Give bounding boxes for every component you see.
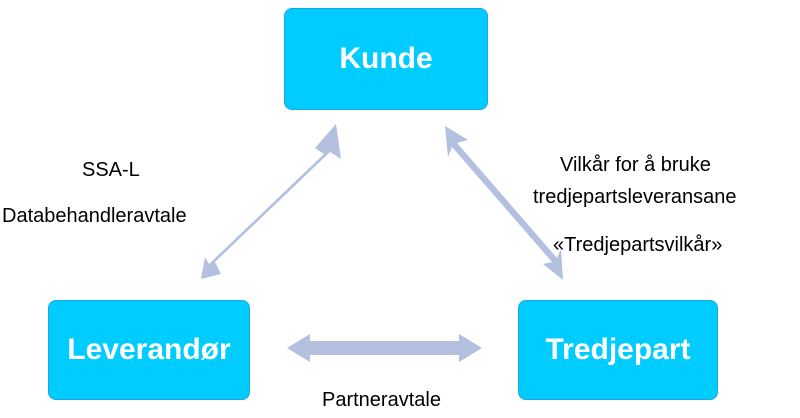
label-vilkar-line-3: «Tredjepartsvilkår» — [553, 234, 723, 256]
label-vilkar-line-1: Vilkår for å bruke — [560, 154, 711, 176]
node-kunde: Kunde — [284, 8, 488, 110]
arrow-kunde-leverandor — [201, 124, 341, 279]
label-partneravtale: Partneravtale — [322, 389, 441, 411]
label-ssa-l: SSA-L — [82, 159, 140, 181]
node-tredjepart: Tredjepart — [518, 300, 718, 400]
node-leverandor: Leverandør — [48, 300, 250, 400]
label-vilkar-line-2: tredjepartsleveransane — [533, 186, 737, 208]
arrow-leverandor-tredjepart — [287, 334, 482, 362]
arrow-kunde-tredjepart — [445, 126, 563, 280]
label-databehandleravtale: Databehandleravtale — [2, 205, 187, 227]
